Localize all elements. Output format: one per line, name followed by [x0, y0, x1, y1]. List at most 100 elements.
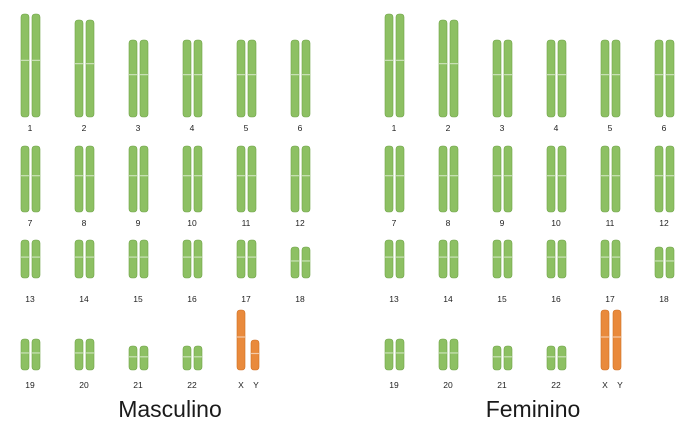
chromosome-pair-7: 7	[384, 145, 405, 228]
chromosome-label: 19	[389, 380, 399, 390]
chromosome-pair-16: 16	[182, 239, 203, 304]
chromosome-label: 7	[28, 218, 33, 228]
chromatid	[503, 39, 513, 118]
chromatid	[438, 145, 448, 213]
chromatid	[290, 39, 300, 118]
chromatid	[546, 39, 556, 118]
chromatid	[611, 239, 621, 279]
chromatid	[449, 19, 459, 118]
chromosome-pair-8: 8	[438, 145, 459, 228]
chromosome-pair-2: 2	[438, 19, 459, 133]
chromatid	[395, 13, 405, 118]
chromosome-pair-17: 17	[600, 239, 621, 304]
chromatid	[557, 239, 567, 279]
chromosome-label: 12	[295, 218, 305, 228]
chromosome-label: 15	[133, 294, 143, 304]
chromosome-label: 10	[187, 218, 197, 228]
chromosome-label: 5	[608, 123, 613, 133]
chromosome-label: 17	[605, 294, 615, 304]
chromosome-pair-9: 9	[492, 145, 513, 228]
chromosome-pair-22: 22	[182, 345, 203, 390]
chromosome-pair-13: 13	[20, 239, 41, 304]
chromosome-label: 11	[606, 218, 615, 228]
chromosome-label: 1	[28, 123, 33, 133]
chromosome-label: 21	[497, 380, 507, 390]
chromosome-pair-15: 15	[128, 239, 149, 304]
chromatid	[31, 145, 41, 213]
chromatid	[665, 39, 675, 118]
chromatid	[654, 39, 664, 118]
chromatid	[139, 39, 149, 118]
chromatid	[74, 19, 84, 118]
chromosome-label: 2	[446, 123, 451, 133]
chromosome-label: 3	[500, 123, 505, 133]
chromatid	[438, 338, 448, 371]
chromosome-label: 11	[242, 218, 251, 228]
chromosome-pair-22: 22	[546, 345, 567, 390]
panel-title-feminino: Feminino	[485, 396, 581, 422]
chromosome-label: 14	[443, 294, 453, 304]
chromosome-label-y: Y	[253, 380, 259, 390]
chromosome-pair-14: 14	[438, 239, 459, 304]
chromosome-pair-3: 3	[128, 39, 149, 133]
chromosome-pair-21: 21	[492, 345, 513, 390]
chromosome-label: 21	[133, 380, 143, 390]
chromosome-pair-8: 8	[74, 145, 95, 228]
chromatid	[546, 239, 556, 279]
chromatid	[193, 239, 203, 279]
chromatid	[85, 239, 95, 279]
x-chromosome	[236, 309, 246, 371]
panel-title-masculino: Masculino	[118, 396, 222, 422]
chromatid	[20, 239, 30, 279]
chromosome-label: 2	[82, 123, 87, 133]
chromatid	[611, 39, 621, 118]
chromosome-pair-15: 15	[492, 239, 513, 304]
chromosome-pair-18: 18	[290, 246, 311, 304]
chromosome-pair-2: 2	[74, 19, 95, 133]
chromatid	[449, 145, 459, 213]
chromatid	[503, 345, 513, 371]
chromatid	[301, 145, 311, 213]
chromatid	[193, 39, 203, 118]
x-chromosome	[600, 309, 610, 371]
chromatid	[128, 345, 138, 371]
chromosome-label: 20	[79, 380, 89, 390]
chromosome-label: 12	[659, 218, 669, 228]
chromosome-label: 14	[79, 294, 89, 304]
chromosome-label: 17	[241, 294, 251, 304]
chromatid	[182, 239, 192, 279]
chromosome-pair-4: 4	[182, 39, 203, 133]
chromatid	[74, 338, 84, 371]
chromosome-label: 7	[392, 218, 397, 228]
chromatid	[247, 145, 257, 213]
chromatid	[384, 338, 394, 371]
chromatid	[438, 19, 448, 118]
chromosome-label: 4	[554, 123, 559, 133]
chromatid	[449, 338, 459, 371]
chromosome-label: 19	[25, 380, 35, 390]
y-chromosome	[250, 339, 260, 371]
chromatid	[128, 145, 138, 213]
chromatid	[546, 145, 556, 213]
chromatid	[395, 145, 405, 213]
chromatid	[193, 345, 203, 371]
chromatid	[31, 338, 41, 371]
chromosome-label: 16	[187, 294, 197, 304]
chromosome-label: 22	[551, 380, 561, 390]
chromosome-label: 8	[446, 218, 451, 228]
chromosome-label: 1	[392, 123, 397, 133]
chromosome-pair-5: 5	[600, 39, 621, 133]
chromosome-label: 9	[500, 218, 505, 228]
chromosome-pair-11: 11	[600, 145, 621, 228]
chromosome-label: 13	[25, 294, 35, 304]
chromosome-pair-4: 4	[546, 39, 567, 133]
chromosome-pair-18: 18	[654, 246, 675, 304]
chromatid	[290, 246, 300, 279]
x-chromosome	[612, 309, 622, 371]
chromatid	[85, 338, 95, 371]
chromatid	[85, 145, 95, 213]
chromatid	[290, 145, 300, 213]
chromatid	[492, 39, 502, 118]
